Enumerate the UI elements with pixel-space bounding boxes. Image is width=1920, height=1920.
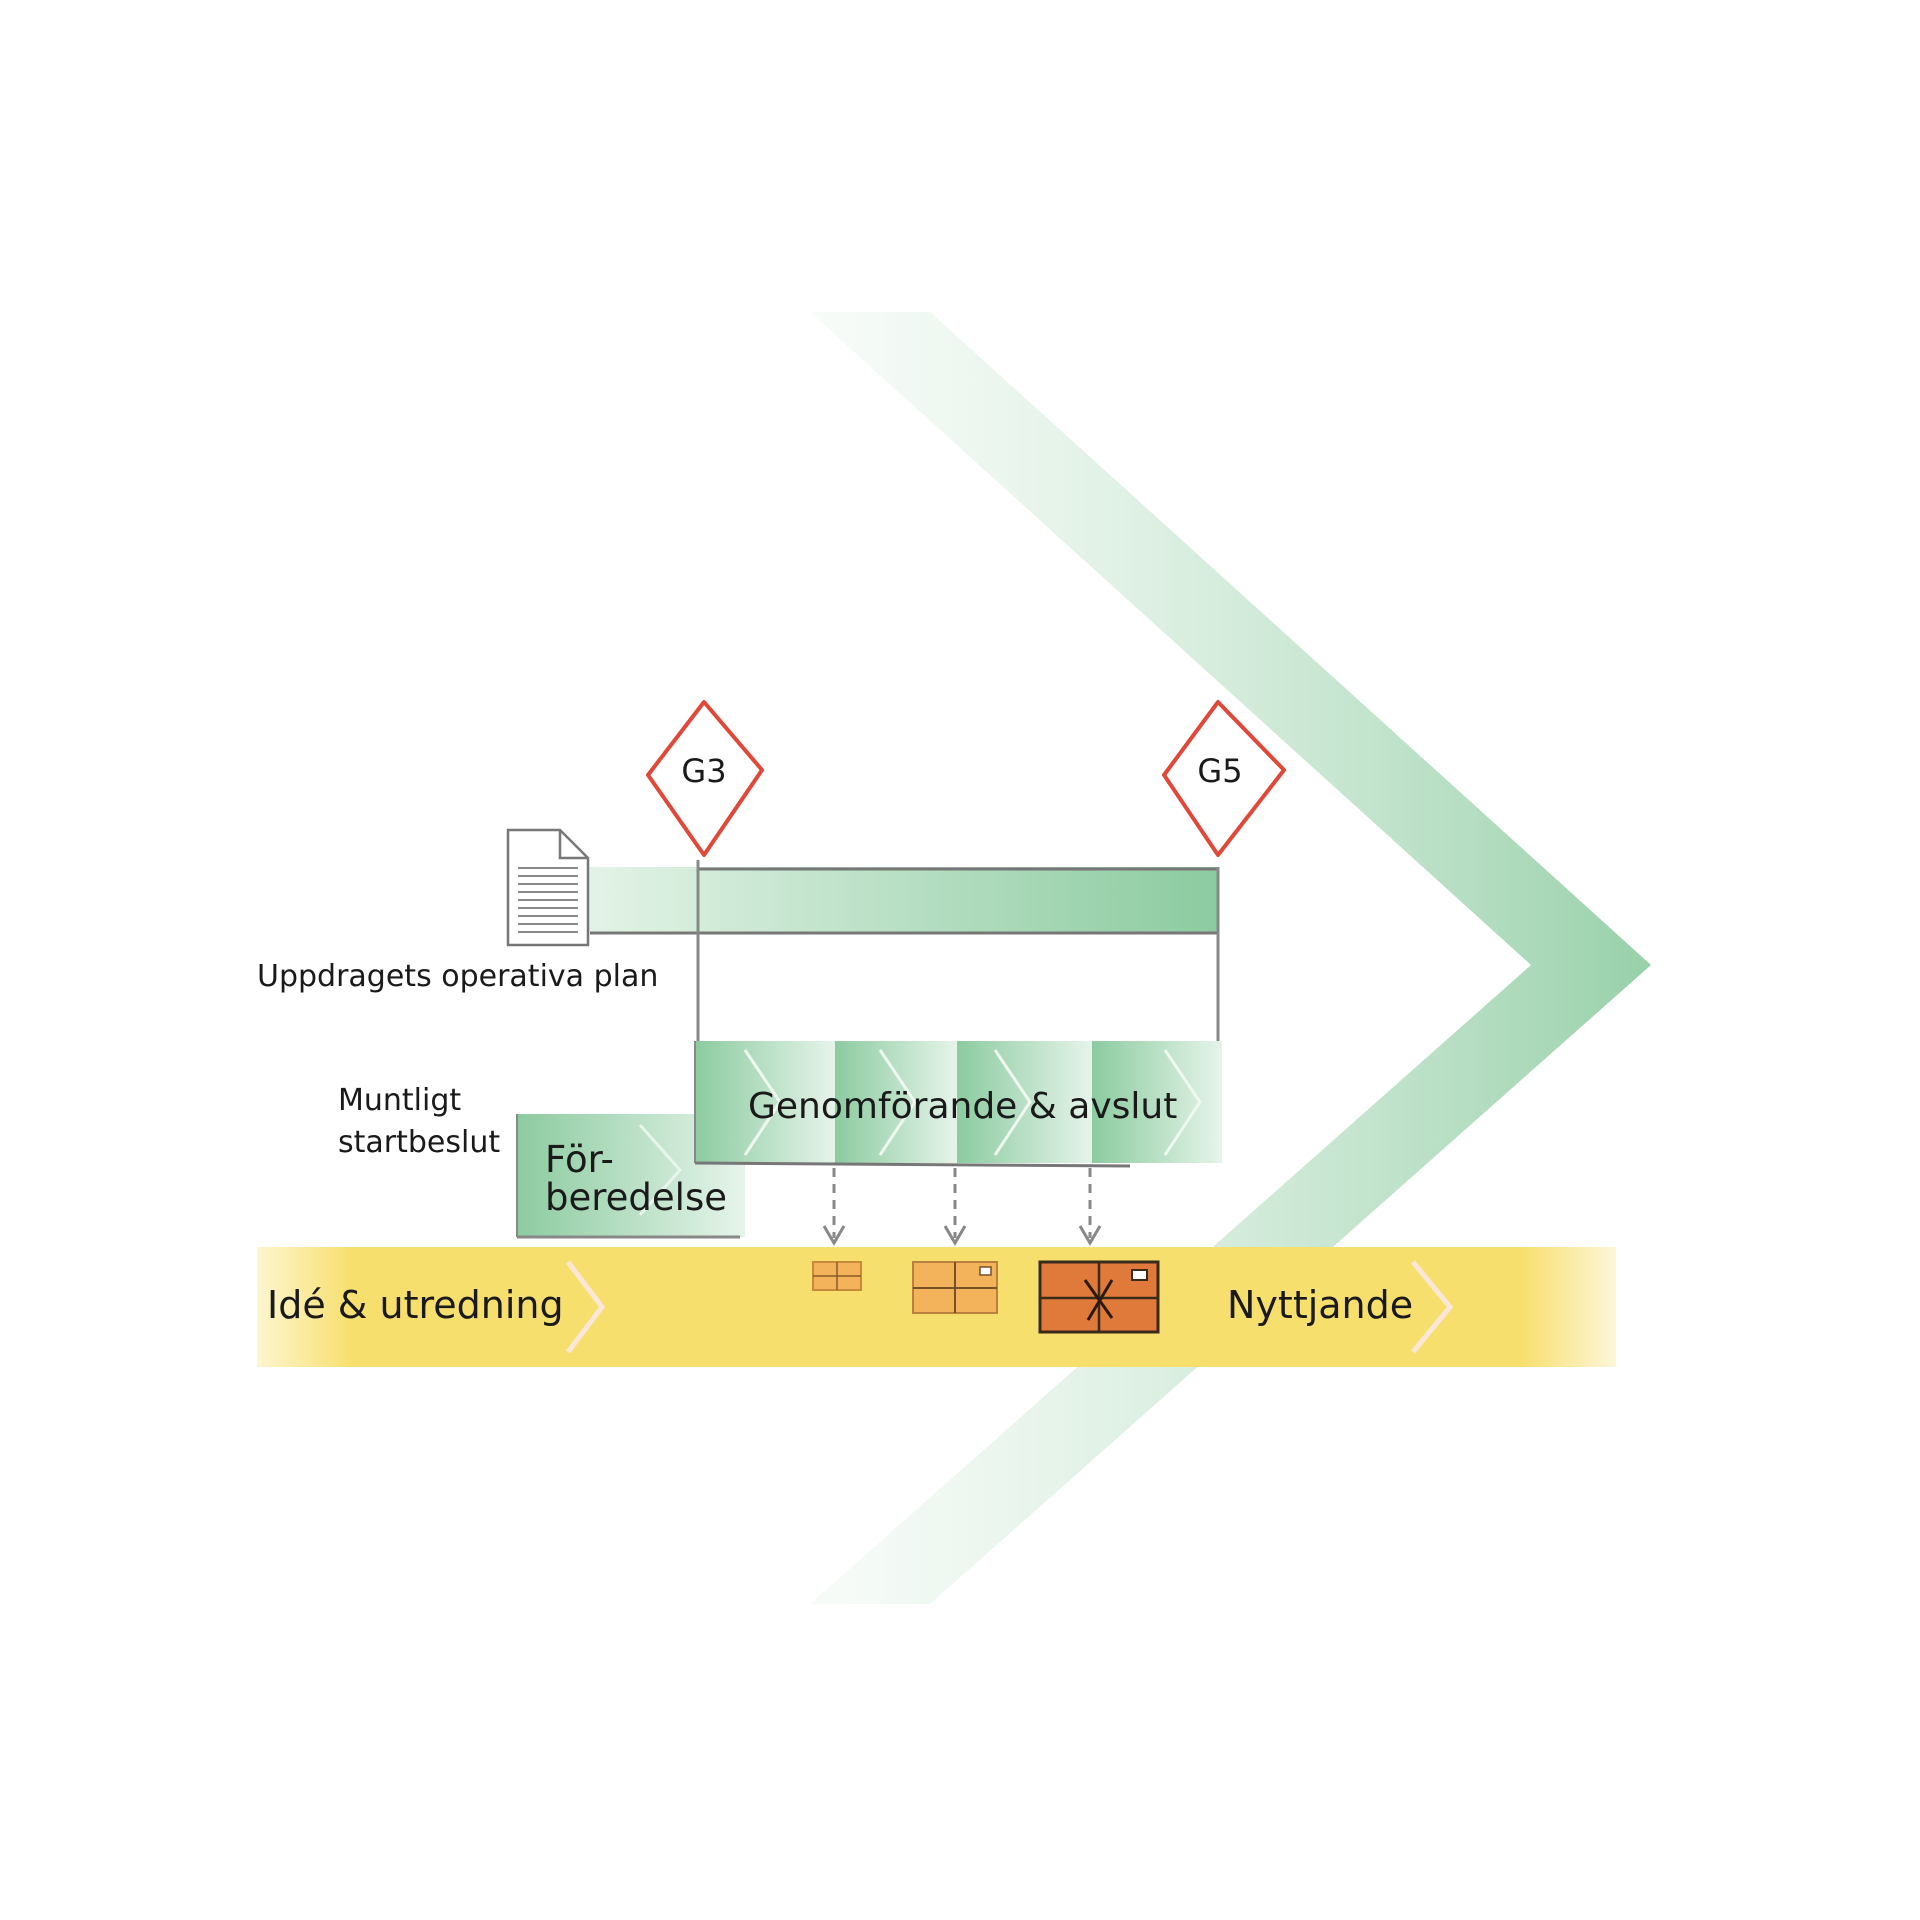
package-icon-small (812, 1261, 862, 1291)
timeline-start-label: Idé & utredning (267, 1283, 564, 1327)
gate-g5[interactable]: G5 (1162, 700, 1286, 857)
chevron-right-icon (566, 1260, 606, 1354)
diamond-icon (646, 700, 764, 857)
phase-label: Genomförande & avslut (748, 1086, 1177, 1127)
operative-plan-label: Uppdragets operativa plan (257, 959, 658, 994)
package-icon-medium (912, 1261, 998, 1314)
chevron-right-icon (1411, 1260, 1454, 1354)
gate-label: G5 (1197, 752, 1242, 790)
start-decision-line2: startbeslut (338, 1125, 500, 1160)
gate-g3[interactable]: G3 (646, 700, 764, 857)
phase-label-line1: För- (545, 1138, 614, 1181)
document-icon (506, 828, 590, 947)
phase-label-line2: beredelse (545, 1176, 727, 1219)
background-chevron (810, 312, 1651, 1604)
operative-plan-bar (588, 860, 1220, 1041)
start-decision-line1: Muntligt (338, 1083, 461, 1118)
diamond-icon (1162, 700, 1286, 857)
gate-label: G3 (681, 752, 726, 790)
package-icon-large (1038, 1260, 1160, 1334)
chevron-right-icon (638, 1124, 683, 1216)
delivery-arrows (822, 1168, 1102, 1246)
phase-execution: Genomförande & avslut (694, 1041, 1222, 1168)
timeline-end-label: Nyttjande (1227, 1283, 1413, 1327)
